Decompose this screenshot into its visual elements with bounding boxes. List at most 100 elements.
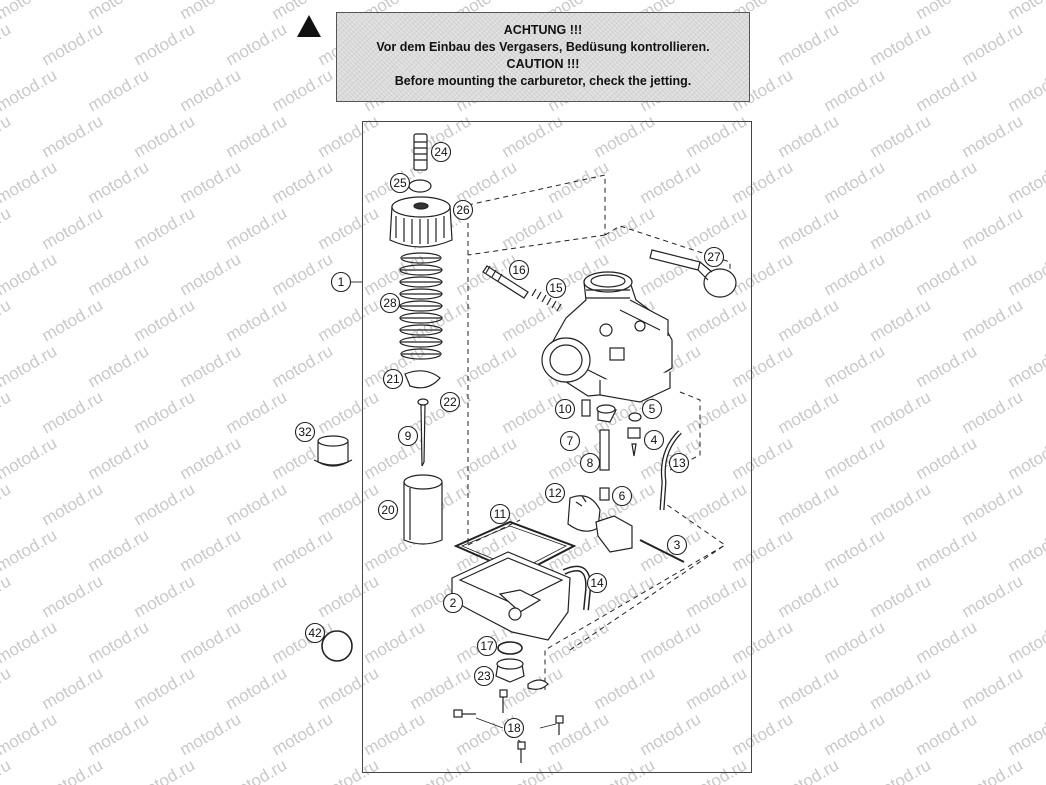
callout-circle [579, 452, 601, 474]
callout-number: 14 [590, 576, 604, 590]
callout-number: 5 [649, 402, 656, 416]
caution-notice: ACHTUNG !!! Vor dem Einbau des Vergasers… [336, 12, 750, 102]
part-18-bowl-screws [453, 689, 564, 763]
callout-number: 6 [619, 489, 626, 503]
callout-circle [489, 503, 511, 525]
diagram-frame [362, 121, 752, 773]
notice-heading-en: CAUTION !!! [506, 57, 580, 71]
part-17-drain-o-ring [497, 641, 523, 655]
part-12-float [567, 495, 633, 553]
callout-20: 20 [377, 499, 399, 521]
callout-number: 18 [507, 721, 521, 735]
callout-number: 8 [587, 456, 594, 470]
callout-circle [503, 717, 525, 739]
part-4-float-valve [627, 427, 641, 457]
callout-2: 2 [442, 592, 464, 614]
part-9-jet-needle [420, 404, 426, 467]
callout-14: 14 [586, 572, 608, 594]
carburetor-body [541, 271, 673, 403]
warning-triangle-icon [297, 15, 321, 37]
callout-circle [643, 429, 665, 451]
part-25-nut [408, 179, 432, 193]
bowl-drain-bracket [527, 679, 549, 690]
callout-4: 4 [643, 429, 665, 451]
callout-circle [294, 421, 316, 443]
callout-32: 32 [294, 421, 316, 443]
callout-number: 32 [298, 425, 312, 439]
part-26-mixing-chamber-top [389, 196, 453, 248]
callout-circle [554, 398, 576, 420]
callout-number: 10 [558, 402, 572, 416]
callout-10: 10 [554, 398, 576, 420]
part-18-leader-lines [475, 717, 557, 743]
callout-number: 17 [480, 639, 494, 653]
callout-circle [544, 482, 566, 504]
notice-text-en: Before mounting the carburetor, check th… [394, 74, 692, 88]
callout-circle [703, 246, 725, 268]
callout-number: 22 [443, 395, 457, 409]
callout-number: 23 [477, 669, 491, 683]
part-10-pilot-jet [581, 399, 591, 417]
callout-circle [666, 534, 688, 556]
part-22-needle-clip [417, 398, 429, 406]
callout-circle [379, 292, 401, 314]
callout-27: 27 [703, 246, 725, 268]
callout-circle [545, 277, 567, 299]
callout-circle [473, 665, 495, 687]
callout-25: 25 [389, 172, 411, 194]
callout-circle [430, 141, 452, 163]
callout-1: 1 [330, 271, 352, 293]
callout-8: 8 [579, 452, 601, 474]
callout-42: 42 [304, 622, 326, 644]
callout-22: 22 [439, 391, 461, 413]
callout-labels: 1234567891011121314151617182021222324252… [294, 141, 725, 739]
callout-number: 2 [450, 596, 457, 610]
callout-circle [389, 172, 411, 194]
callout-number: 7 [567, 434, 574, 448]
callout-circle [611, 485, 633, 507]
callout-number: 15 [549, 281, 563, 295]
part-2-float-bowl [451, 551, 571, 641]
callout-number: 13 [672, 456, 686, 470]
callout-3: 3 [666, 534, 688, 556]
callout-circle [508, 259, 530, 281]
part-21-needle-plate [404, 370, 441, 389]
callout-23: 23 [473, 665, 495, 687]
callout-18: 18 [503, 717, 525, 739]
part-42-hose-clamp [321, 630, 353, 662]
callout-circle [442, 592, 464, 614]
part-8-needle-jet [599, 429, 610, 471]
part-6-main-jet [599, 487, 610, 501]
callout-circle [476, 635, 498, 657]
callout-circle [382, 368, 404, 390]
callout-number: 28 [383, 296, 397, 310]
part-24-adjuster-screw [413, 133, 428, 171]
callout-6: 6 [611, 485, 633, 507]
callout-number: 3 [674, 538, 681, 552]
callout-13: 13 [668, 452, 690, 474]
part-27-choke-plunger [649, 249, 737, 298]
callout-9: 9 [397, 425, 419, 447]
notice-heading-de: ACHTUNG !!! [503, 23, 583, 37]
callout-circle [559, 430, 581, 452]
callout-number: 9 [405, 429, 412, 443]
callout-26: 26 [452, 199, 474, 221]
part-28-throttle-spring [399, 252, 443, 360]
callout-circle [668, 452, 690, 474]
callout-number: 21 [386, 372, 400, 386]
callout-number: 12 [548, 486, 562, 500]
part-7-needle-jet-holder [596, 404, 617, 423]
callout-number: 26 [456, 203, 470, 217]
part-16-idle-screw [482, 265, 529, 299]
callout-11: 11 [489, 503, 511, 525]
callout-12: 12 [544, 482, 566, 504]
callout-number: 16 [512, 263, 526, 277]
part-15-screw-spring [531, 288, 562, 312]
callout-number: 42 [308, 626, 322, 640]
callout-number: 20 [381, 503, 395, 517]
callout-circle [377, 499, 399, 521]
callout-circle [586, 572, 608, 594]
callout-24: 24 [430, 141, 452, 163]
part-23-drain-plug [495, 658, 525, 683]
